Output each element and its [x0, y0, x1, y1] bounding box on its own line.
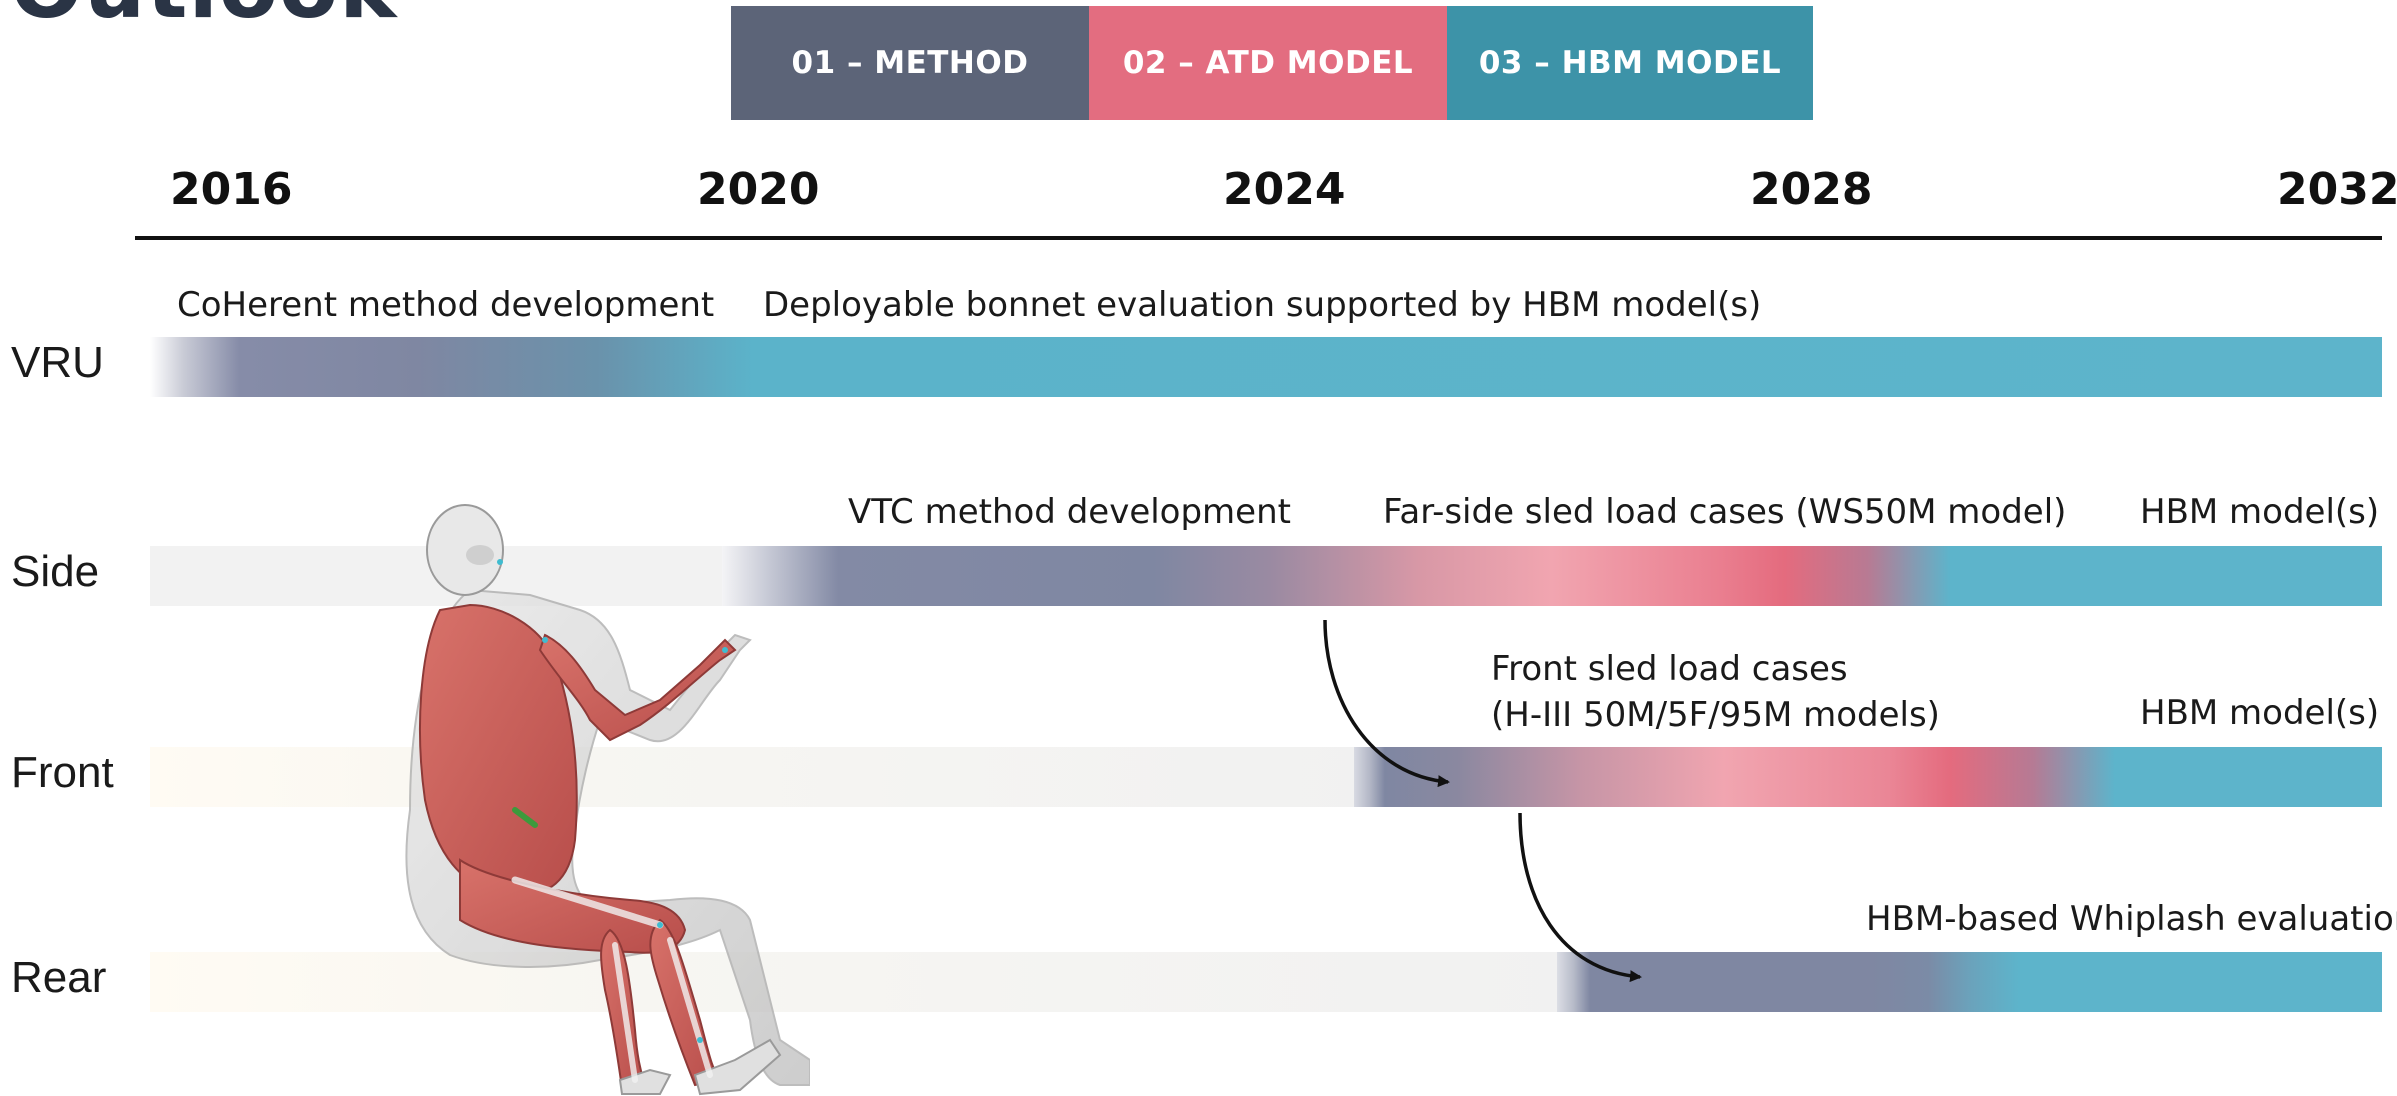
- side-bar: [722, 546, 2382, 606]
- legend-hbm-model: 03 – HBM MODEL: [1447, 6, 1813, 120]
- page-title: Outlook: [10, 0, 397, 38]
- rear-bar-background: [150, 952, 1580, 1012]
- legend-atd-model: 02 – ATD MODEL: [1089, 6, 1447, 120]
- year-2032: 2032: [2277, 164, 2397, 215]
- front-phase-atd-line2: (H-III 50M/5F/95M models): [1491, 695, 1940, 735]
- side-phase-hbm: HBM model(s): [2140, 492, 2380, 532]
- year-2016: 2016: [170, 164, 293, 215]
- vru-phase-method: CoHerent method development: [177, 285, 715, 325]
- year-2028: 2028: [1750, 164, 1873, 215]
- front-bar-background: [150, 747, 1380, 807]
- row-label-front: Front: [11, 748, 114, 797]
- front-phase-atd-line1: Front sled load cases: [1491, 649, 1848, 689]
- vru-phase-hbm: Deployable bonnet evaluation supported b…: [763, 285, 1762, 325]
- rear-bar: [1557, 952, 2382, 1012]
- legend-method: 01 – METHOD: [731, 6, 1089, 120]
- row-label-rear: Rear: [11, 953, 107, 1002]
- front-phase-hbm: HBM model(s): [2140, 693, 2380, 733]
- seated-human-body-model-icon: [405, 504, 810, 1096]
- side-phase-method: VTC method development: [848, 492, 1291, 532]
- vru-bar: [150, 337, 2382, 397]
- front-bar: [1354, 747, 2382, 807]
- timeline-axis: [135, 236, 2382, 240]
- row-label-vru: VRU: [11, 338, 104, 387]
- front-phase-atd: Front sled load cases (H-III 50M/5F/95M …: [1491, 646, 1940, 738]
- year-2020: 2020: [697, 164, 820, 215]
- row-label-side: Side: [11, 547, 100, 596]
- side-phase-atd: Far-side sled load cases (WS50M model): [1383, 492, 2067, 532]
- rear-phase-hbm: HBM-based Whiplash evaluation: [1866, 899, 2397, 939]
- legend: 01 – METHOD 02 – ATD MODEL 03 – HBM MODE…: [731, 6, 1813, 120]
- year-2024: 2024: [1223, 164, 1346, 215]
